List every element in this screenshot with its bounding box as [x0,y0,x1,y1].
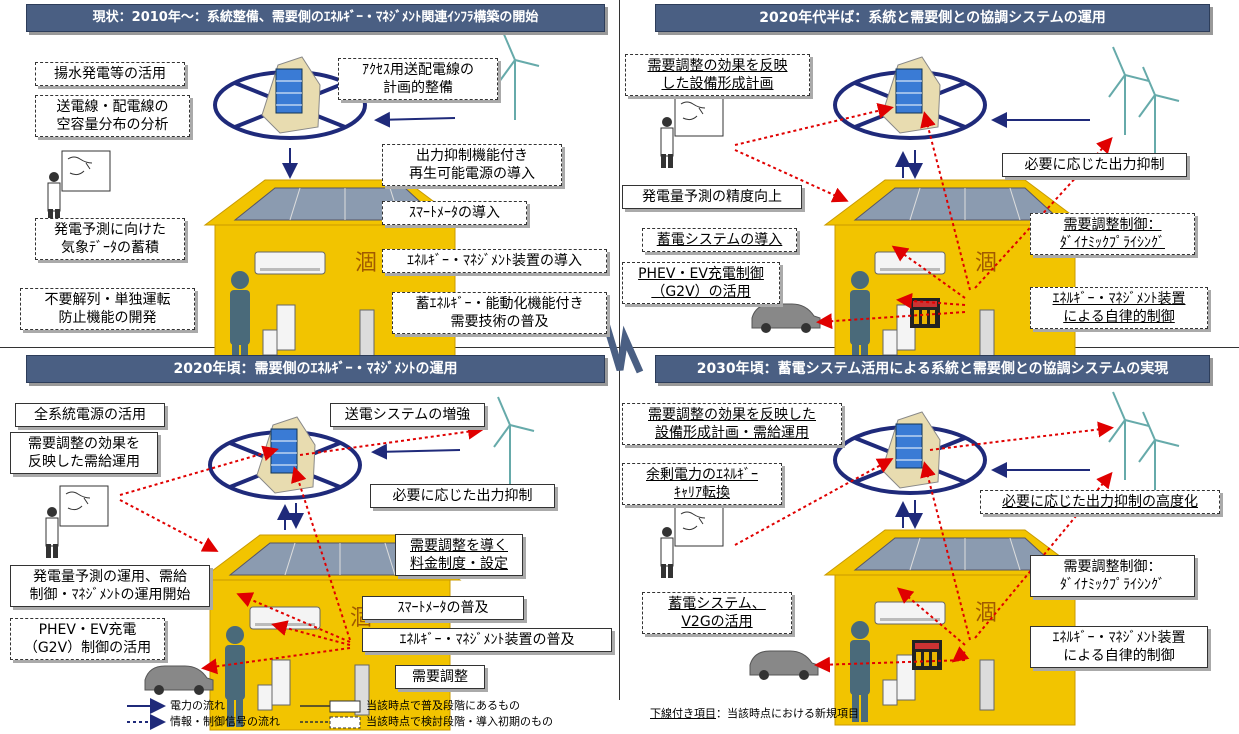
label-smart-meter-spread: ｽﾏｰﾄﾒｰﾀの普及 [362,596,524,620]
label-all-generation: 全系統電源の活用 [15,403,165,427]
label-storage-demand: 蓄ｴﾈﾙｷﾞｰ・能動化機能付き需要技術の普及 [392,292,607,334]
legend-future-stage: 当該時点で検討段階・導入初期のもの [366,715,553,728]
label-ems-autonomous: ｴﾈﾙｷﾞｰ・ﾏﾈｼﾞﾒﾝﾄ装置による自律的制御 [1030,626,1208,668]
label-dynamic-pricing: 需要調整制御：ﾀﾞｲﾅﾐｯｸﾌﾟﾗｲｼﾝｸﾞ [1030,213,1195,255]
label-dynamic-pricing: 需要調整制御：ﾀﾞｲﾅﾐｯｸﾌﾟﾗｲｼﾝｸﾞ [1030,555,1195,597]
legend-current-stage: 当該時点で普及段階にあるもの [366,699,520,712]
label-smart-meter: ｽﾏｰﾄﾒｰﾀの導入 [382,201,527,225]
transition-arrow [601,318,644,374]
vertical-divider [619,0,620,700]
legend-info-flow: 情報・制御信号の流れ [170,715,280,728]
panel-title-2030: 2030年頃：蓄電システム活用による系統と需要側との協調システムの実現 [655,355,1210,383]
label-surplus-carrier: 余剰電力のｴﾈﾙｷﾞｰｷｬﾘｱ転換 [622,463,782,505]
label-ems-spread: ｴﾈﾙｷﾞｰ・ﾏﾈｼﾞﾒﾝﾄ装置の普及 [362,628,612,652]
panel-title-current: 現状：2010年～：系統整備、需要側のｴﾈﾙｷﾞｰ・ﾏﾈｼﾞﾒﾝﾄ関連ｲﾝﾌﾗ構… [26,4,605,32]
label-planning-operation: 需要調整の効果を反映した設備形成計画・需給運用 [622,403,842,445]
label-tariff: 需要調整を導く料金制度・設定 [395,534,523,576]
label-weather-data: 発電予測に向けた気象ﾃﾞｰﾀの蓄積 [35,218,185,260]
label-access-lines: ｱｸｾｽ用送配電線の計画的整備 [338,58,498,100]
label-islanding: 不要解列・単独運転防止機能の開発 [20,288,195,330]
label-storage-intro: 蓄電システムの導入 [642,228,797,252]
label-phev-g2v: PHEV・EV充電（G2V）制御の活用 [10,618,165,660]
label-capacity-analysis: 送電線・配電線の空容量分布の分析 [35,95,190,137]
panel-title-2020: 2020年頃：需要側のｴﾈﾙｷﾞｰ・ﾏﾈｼﾞﾒﾝﾄの運用 [26,355,605,383]
label-curtailment: 必要に応じた出力抑制 [370,484,555,508]
label-transmission: 送電システムの増強 [330,403,485,427]
legend-power-flow: 電力の流れ [170,699,225,712]
label-advanced-curtailment: 必要に応じた出力抑制の高度化 [980,490,1220,514]
label-ems-autonomous: ｴﾈﾙｷﾞｰ・ﾏﾈｼﾞﾒﾝﾄ装置による自律的制御 [1030,287,1208,329]
label-forecast-operation: 発電量予測の運用、需給制御・ﾏﾈｼﾞﾒﾝﾄの運用開始 [10,565,210,607]
label-curtailment: 必要に応じた出力抑制 [1002,153,1187,177]
label-supply-operation: 需要調整の効果を反映した需給運用 [10,432,158,474]
label-curtailment-renewables: 出力抑制機能付き再生可能電源の導入 [382,144,562,186]
label-ems: ｴﾈﾙｷﾞｰ・ﾏﾈｼﾞﾒﾝﾄ装置の導入 [382,249,607,273]
panel-title-mid2020s: 2020年代半ば：系統と需要側との協調システムの運用 [655,4,1210,32]
label-pumped-hydro: 揚水発電等の活用 [35,62,185,86]
legend-underline-note: 下線付き項目：当該時点における新規項目 [650,707,859,720]
horizontal-divider [0,347,1239,348]
label-storage-v2g: 蓄電システム、V2Gの活用 [642,592,792,634]
label-phev-g2v: PHEV・EV充電制御（G2V）の活用 [622,262,780,304]
label-demand-response: 需要調整 [395,665,485,689]
label-facility-planning: 需要調整の効果を反映した設備形成計画 [625,54,810,96]
label-forecast-accuracy: 発電量予測の精度向上 [622,185,802,209]
